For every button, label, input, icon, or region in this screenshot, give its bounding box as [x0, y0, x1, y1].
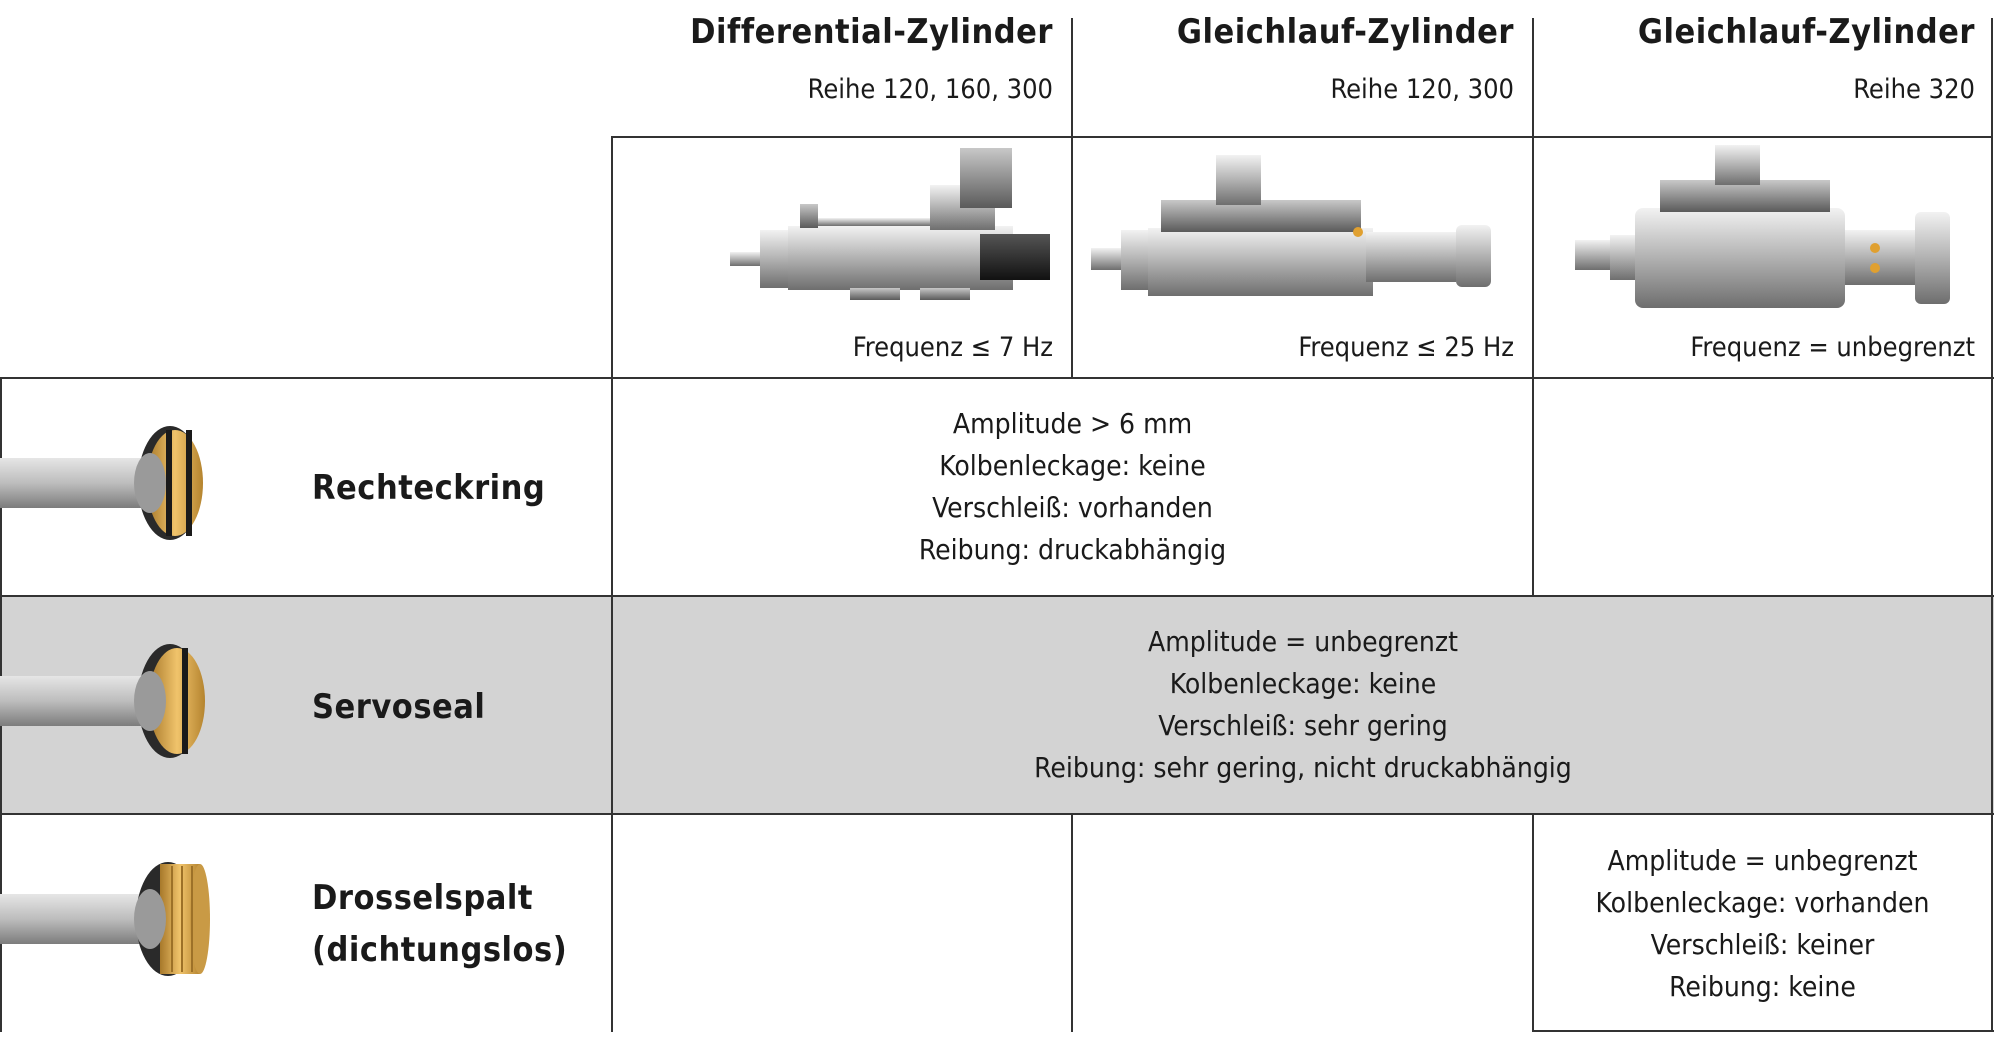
- column-title: Gleichlauf-Zylinder: [1176, 12, 1514, 52]
- property-line: Kolbenleckage: vorhanden: [1595, 886, 1930, 919]
- column-subtitle: Reihe 320: [1853, 74, 1975, 105]
- column-frequency: Frequenz = unbegrenzt: [1690, 332, 1975, 363]
- property-line: Reibung: keine: [1669, 970, 1856, 1003]
- property-line: Reibung: druckabhängig: [918, 533, 1227, 566]
- differential-cylinder-image: [730, 148, 1050, 300]
- row-label-line: (dichtungslos): [312, 930, 568, 970]
- property-line: Verschleiß: sehr gering: [1158, 709, 1448, 742]
- property-line: Amplitude = unbegrenzt: [1148, 625, 1458, 658]
- column-frequency: Frequenz ≤ 25 Hz: [1298, 332, 1514, 363]
- rectangular-ring-piston-icon: [0, 426, 203, 540]
- grid-line: [1991, 18, 1993, 379]
- property-line: Kolbenleckage: keine: [1169, 667, 1437, 700]
- grid-line: [1532, 18, 1534, 379]
- property-line: Reibung: sehr gering, nicht druckabhängi…: [1034, 751, 1572, 784]
- grid-line: [1071, 18, 1073, 379]
- property-line: Verschleiß: vorhanden: [932, 491, 1213, 524]
- grid-line: [0, 595, 1994, 597]
- row-label-rechteckring: Rechteckring: [312, 468, 546, 508]
- property-line: Verschleiß: keiner: [1650, 928, 1875, 961]
- column-title: Gleichlauf-Zylinder: [1637, 12, 1975, 52]
- grid-line: [1532, 1030, 1994, 1032]
- grid-line: [1532, 377, 1534, 596]
- property-line: Amplitude > 6 mm: [952, 407, 1193, 440]
- throttle-gap-piston-icon: [0, 862, 210, 976]
- row-label-drosselspalt: Drosselspalt (dichtungslos): [312, 872, 567, 976]
- grid-line: [611, 136, 613, 1032]
- servoseal-row-background: [0, 596, 1994, 814]
- grid-line: [1991, 377, 1993, 1032]
- synchronous-cylinder-320-image: [1575, 145, 1950, 308]
- grid-line: [0, 377, 1994, 379]
- column-title: Differential-Zylinder: [690, 12, 1053, 52]
- property-cell-servoseal: Amplitude = unbegrenzt Kolbenleckage: ke…: [613, 621, 1993, 789]
- column-subtitle: Reihe 120, 160, 300: [807, 74, 1053, 105]
- row-label-line: Drosselspalt: [312, 878, 534, 918]
- property-line: Kolbenleckage: keine: [939, 449, 1206, 482]
- grid-line: [611, 136, 1993, 138]
- grid-line: [1071, 813, 1073, 1032]
- grid-line: [1532, 813, 1534, 1032]
- property-cell-rechteckring: Amplitude > 6 mm Kolbenleckage: keine Ve…: [613, 403, 1532, 571]
- grid-line: [0, 813, 1994, 815]
- row-label-servoseal: Servoseal: [312, 687, 486, 727]
- property-line: Amplitude = unbegrenzt: [1607, 844, 1918, 877]
- servoseal-piston-icon: [0, 644, 205, 758]
- property-cell-drosselspalt: Amplitude = unbegrenzt Kolbenleckage: vo…: [1534, 840, 1991, 1008]
- column-frequency: Frequenz ≤ 7 Hz: [852, 332, 1053, 363]
- synchronous-cylinder-image: [1091, 155, 1491, 296]
- column-subtitle: Reihe 120, 300: [1330, 74, 1514, 105]
